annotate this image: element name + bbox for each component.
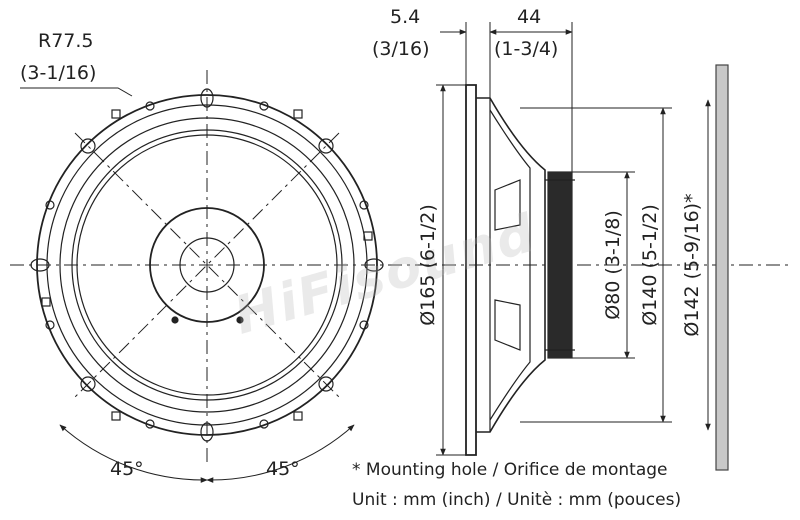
- angle-left-label: 45°: [110, 458, 144, 480]
- flange-depth-inch: (3/16): [372, 38, 430, 60]
- units-note: Unit : mm (inch) / Unitè : mm (pouces): [352, 490, 682, 510]
- mounting-panel: [715, 64, 729, 471]
- radius-label: R77.5: [38, 30, 94, 52]
- speaker-front-view: [20, 87, 384, 483]
- angle-right-label: 45°: [266, 458, 300, 480]
- magnet-diameter-label: Ø80 (3-1/8): [602, 210, 624, 320]
- radius-label-inch: (3-1/16): [20, 62, 97, 84]
- outer-diameter-label: Ø165 (6-1/2): [417, 204, 439, 326]
- speaker-side-view: [436, 22, 729, 471]
- total-depth-inch: (1-3/4): [494, 38, 559, 60]
- cutout-diameter-label: Ø142 (5-9/16)*: [681, 193, 703, 337]
- magnet: [547, 171, 573, 359]
- basket-diameter-label: Ø140 (5-1/2): [639, 204, 661, 326]
- flange-depth-label: 5.4: [390, 6, 421, 28]
- total-depth-label: 44: [517, 6, 542, 28]
- mounting-hole-note: * Mounting hole / Orifice de montage: [352, 460, 668, 480]
